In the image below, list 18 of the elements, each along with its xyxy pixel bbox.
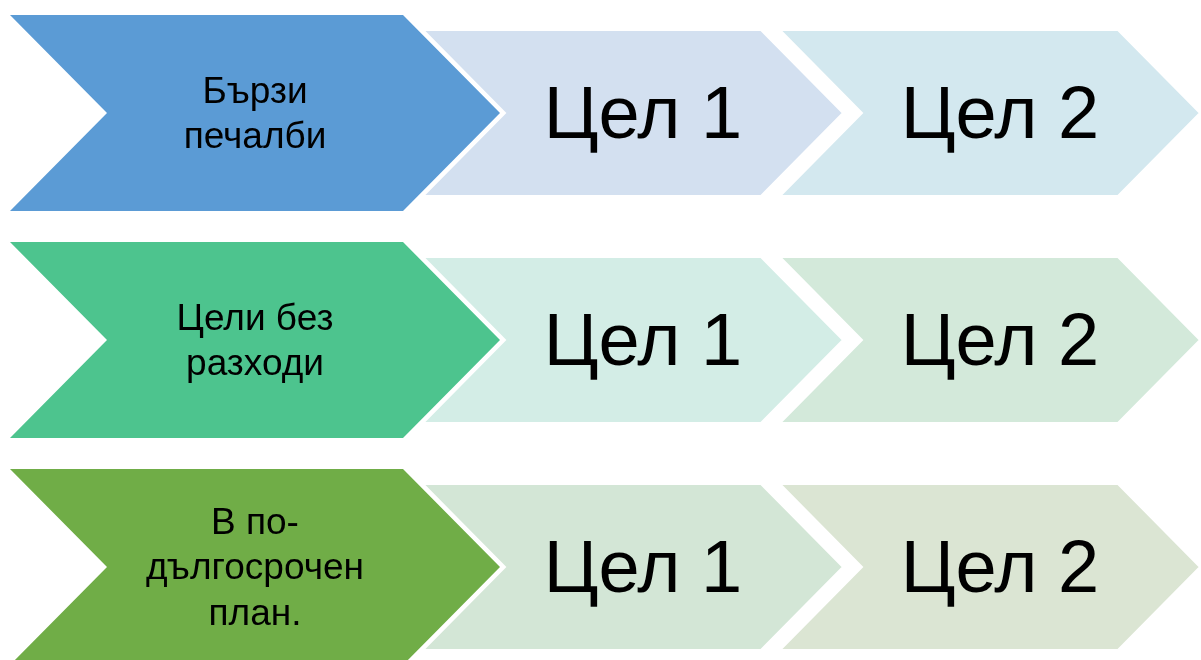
chevron-label: Цели без разходи [175, 295, 335, 385]
chevron-step [423, 257, 843, 423]
chevron-step [10, 15, 500, 211]
chevron-step [780, 484, 1200, 650]
chevron-step [423, 484, 843, 650]
chevron-label: Бързи печалби [182, 68, 328, 158]
chevron-label: Цел 2 [900, 299, 1100, 381]
chevron-step [10, 469, 500, 660]
chevron-label: Цел 1 [543, 526, 743, 608]
chevron-label: Цел 1 [543, 299, 743, 381]
chevron-label: Цел 2 [900, 72, 1100, 154]
chevron-label: Цел 2 [900, 526, 1100, 608]
chevron-step [780, 30, 1200, 196]
chevron-step [423, 30, 843, 196]
chevron-label: Цел 1 [543, 72, 743, 154]
chevron-step [780, 257, 1200, 423]
chevron-label: В по-дългосрочен план. [145, 500, 365, 635]
chevron-step [10, 242, 500, 438]
